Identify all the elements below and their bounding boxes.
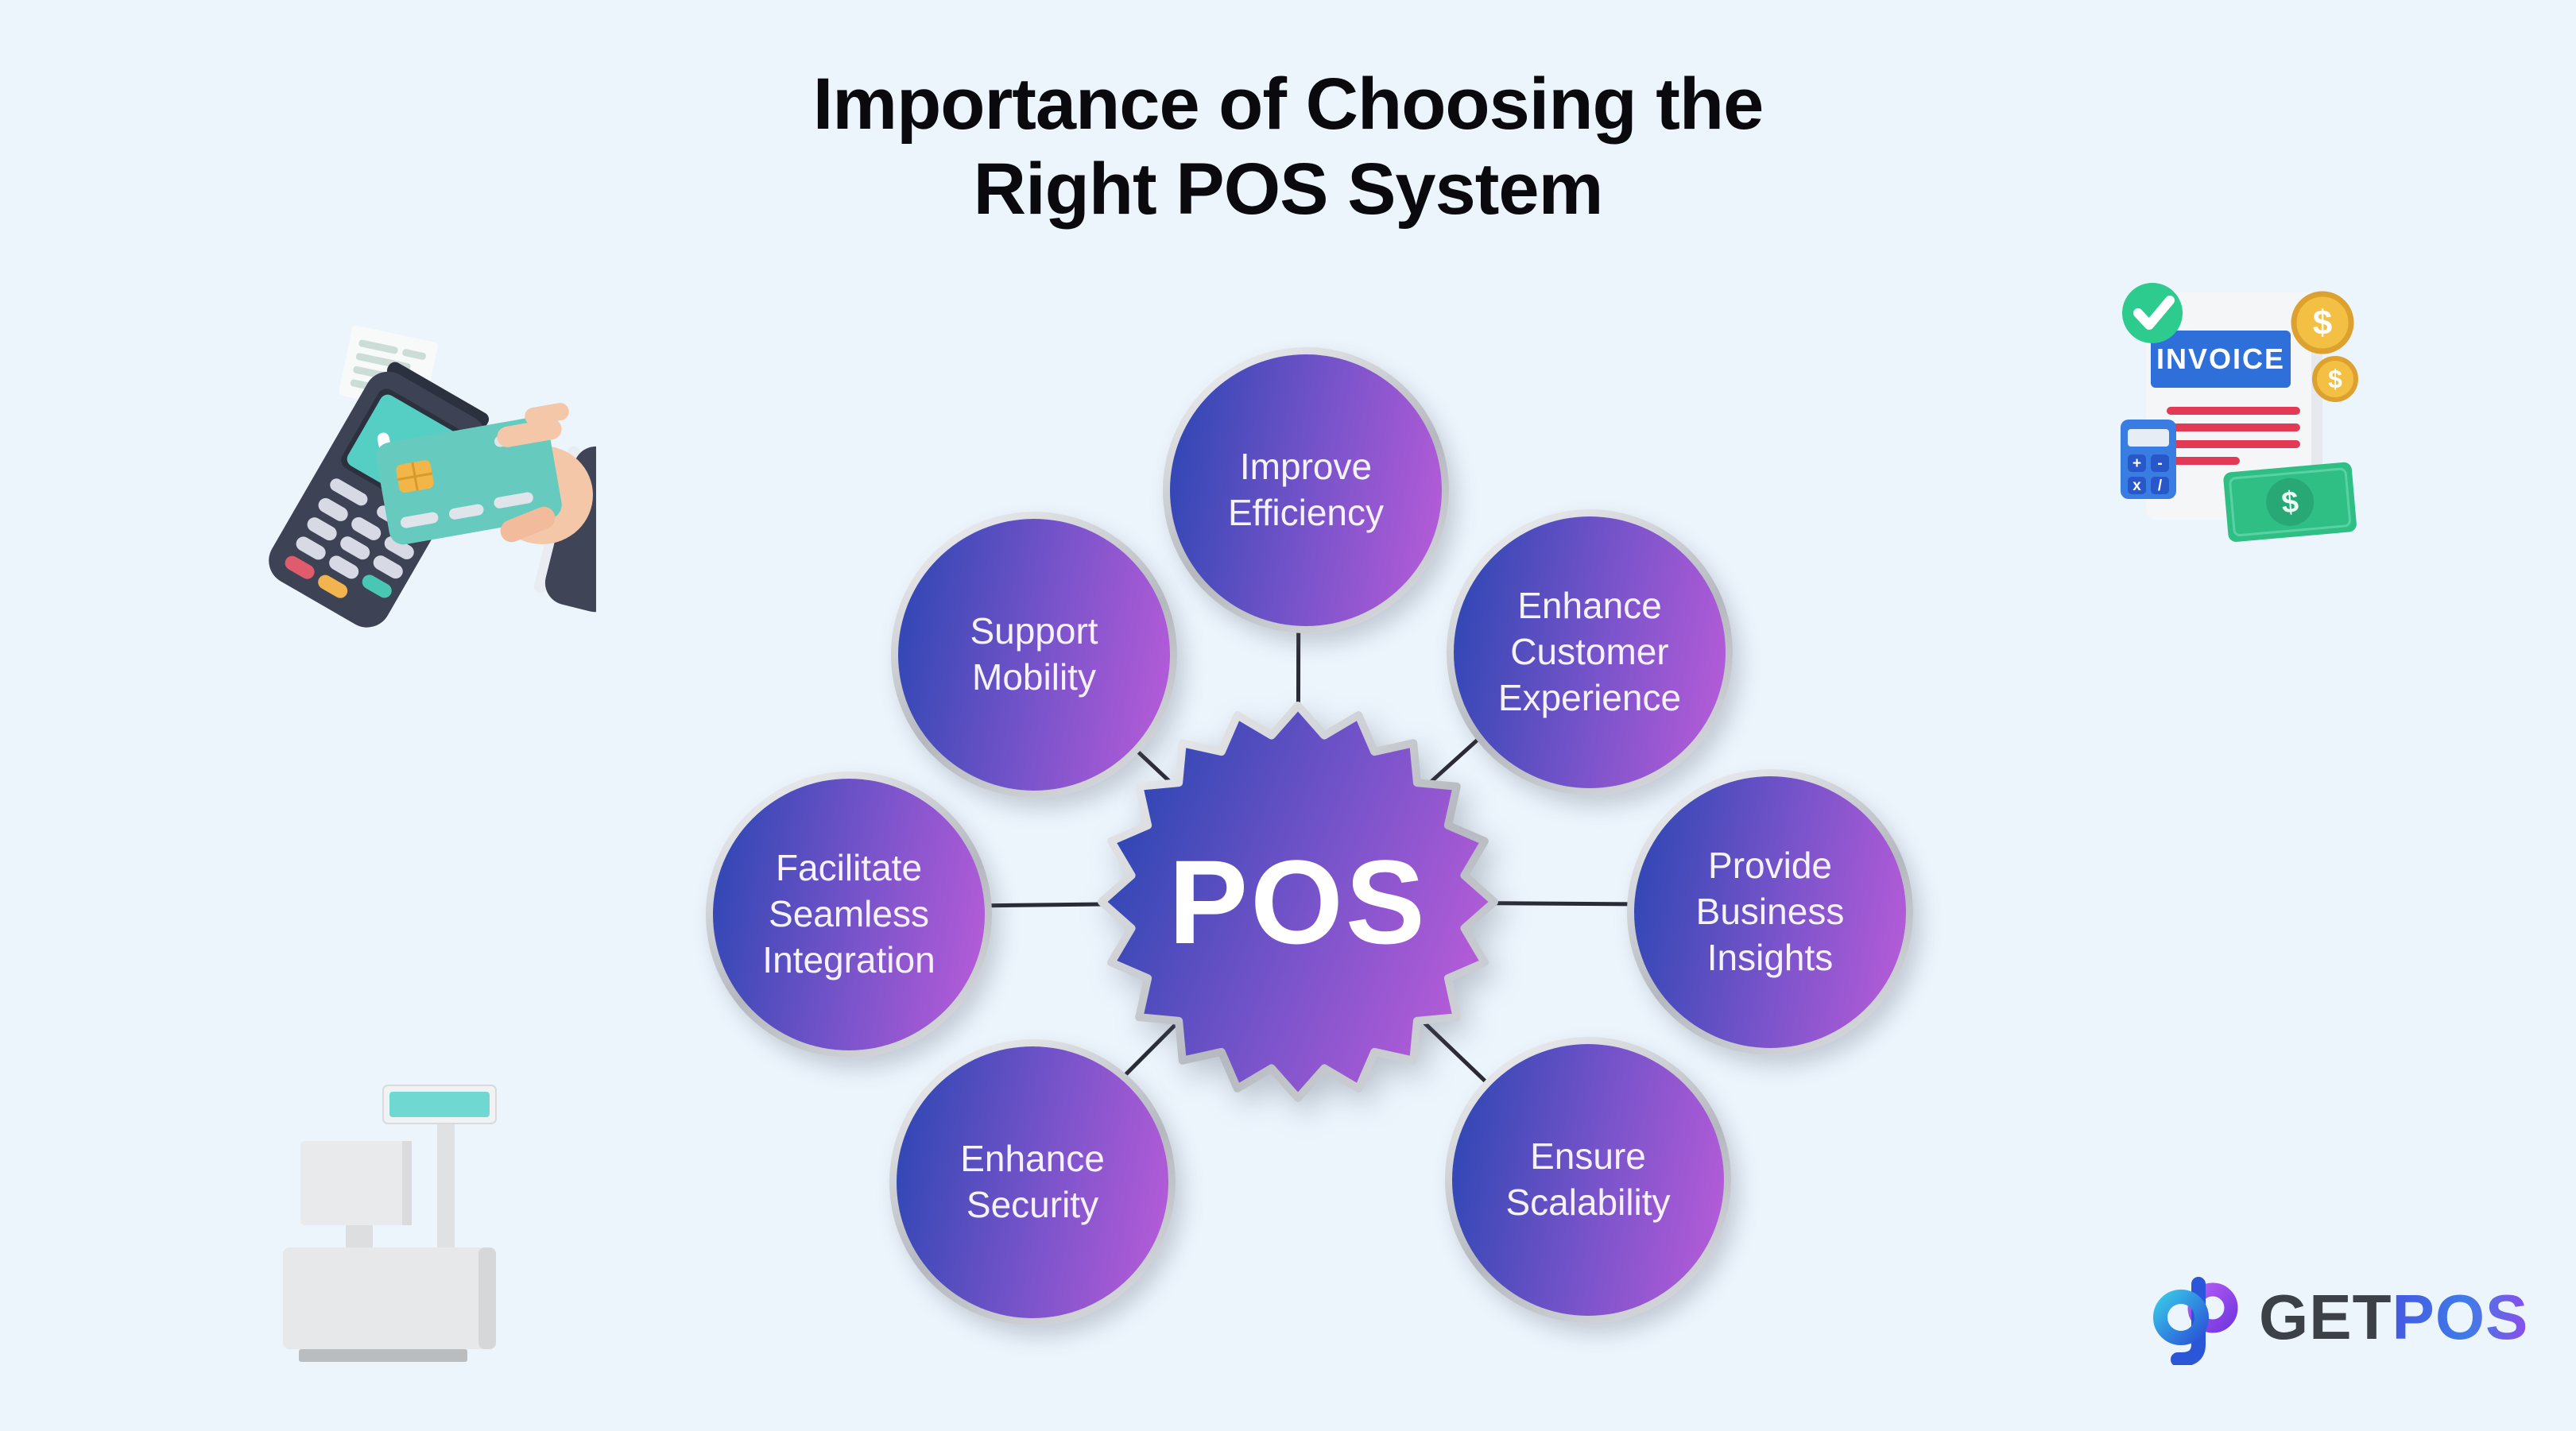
credit-card-icon <box>376 416 562 545</box>
invoice-illustration: INVOICE $ $ + <box>2121 283 2358 542</box>
page-title: Importance of Choosing the Right POS Sys… <box>0 62 2576 231</box>
node-support-mobility: Support Mobility <box>891 512 1177 798</box>
dollar-coin-icon: $ <box>2312 356 2358 402</box>
node-enhance-customer-experience: Enhance Customer Experience <box>1447 509 1733 795</box>
svg-text:$: $ <box>2280 485 2300 520</box>
brand-name-pos: POS <box>2392 1282 2529 1352</box>
svg-text:/: / <box>2158 478 2163 494</box>
svg-text:$: $ <box>2328 365 2342 393</box>
fingers-icon <box>497 403 569 543</box>
banknote-icon: $ <box>2223 462 2357 542</box>
node-label: Support Mobility <box>970 610 1098 698</box>
node-label: Enhance Security <box>960 1138 1105 1225</box>
dollar-coin-icon: $ <box>2291 291 2354 354</box>
svg-text:+: + <box>2132 455 2141 472</box>
title-line-1: Importance of Choosing the <box>812 64 1764 145</box>
node-label: Enhance Customer Experience <box>1497 585 1682 718</box>
node-label: Improve Efficiency <box>1227 446 1385 533</box>
check-circle-icon <box>2122 283 2183 343</box>
calculator-icon: + - x / <box>2121 420 2176 499</box>
svg-text:x: x <box>2132 478 2141 494</box>
node-facilitate-seamless-integration: Facilitate Seamless Integration <box>706 772 992 1058</box>
pos-starburst-badge <box>1098 702 1498 1102</box>
starburst-shape <box>1098 702 1498 1102</box>
invoice-text-lines <box>2167 407 2300 465</box>
svg-text:-: - <box>2157 455 2162 472</box>
brand-name-get: GET <box>2259 1282 2392 1352</box>
node-ensure-scalability: Ensure Scalability <box>1445 1037 1731 1323</box>
getpos-logo-mark-icon <box>2153 1277 2238 1365</box>
node-enhance-security: Enhance Security <box>889 1039 1176 1325</box>
display-pole-icon <box>437 1124 455 1251</box>
node-label: Facilitate Seamless Integration <box>762 847 935 980</box>
svg-text:$: $ <box>2313 304 2332 342</box>
invoice-banner <box>2151 331 2291 388</box>
node-improve-efficiency: Improve Efficiency <box>1163 347 1449 633</box>
register-body-icon <box>283 1247 496 1349</box>
node-label: Ensure Scalability <box>1505 1135 1671 1223</box>
register-monitor-icon <box>300 1141 412 1225</box>
node-provide-business-insights: Provide Business Insights <box>1627 769 1913 1055</box>
node-label: Provide Business Insights <box>1695 845 1845 978</box>
title-line-2: Right POS System <box>973 148 1604 230</box>
invoice-banner-label: INVOICE <box>2156 342 2285 375</box>
card-payment-terminal-illustration <box>269 326 596 628</box>
cash-register-illustration <box>283 1085 497 1362</box>
